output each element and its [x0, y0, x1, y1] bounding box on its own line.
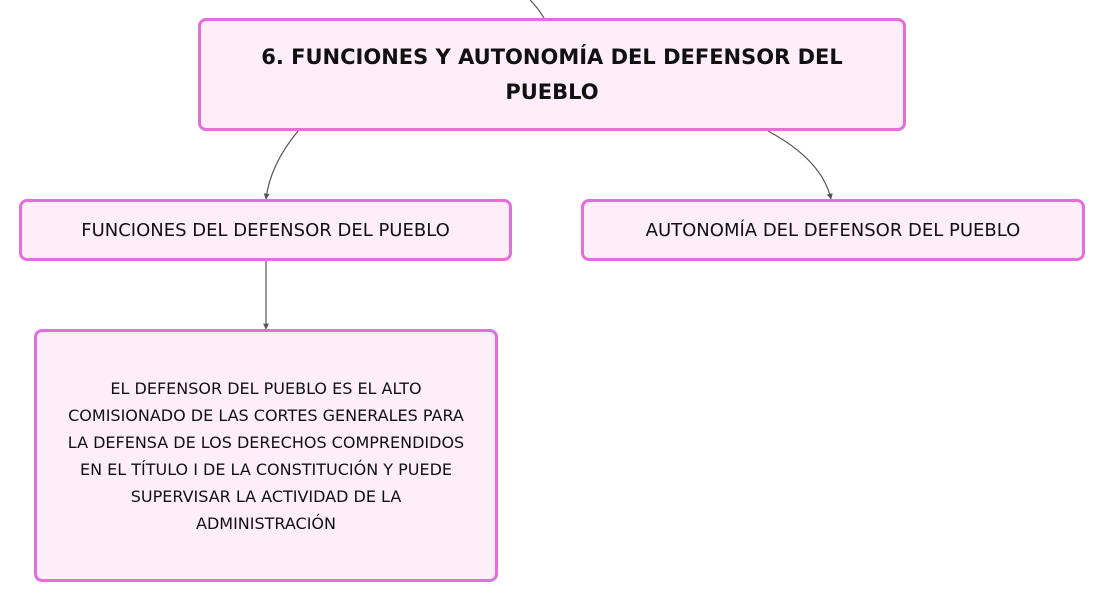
connector-parent-to-main [529, 0, 545, 19]
connector-main-to-funciones [263, 130, 299, 200]
autonomia-label: AUTONOMÍA DEL DEFENSOR DEL PUEBLO [645, 219, 1021, 241]
funciones-node[interactable]: FUNCIONES DEL DEFENSOR DEL PUEBLO [19, 199, 512, 261]
autonomia-node[interactable]: AUTONOMÍA DEL DEFENSOR DEL PUEBLO [581, 199, 1085, 261]
definicion-node[interactable]: EL DEFENSOR DEL PUEBLO ES EL ALTO COMISI… [34, 329, 498, 582]
connector-main-to-autonomia [767, 130, 833, 200]
main-topic-node[interactable]: 6. FUNCIONES Y AUTONOMÍA DEL DEFENSOR DE… [198, 18, 906, 131]
funciones-label: FUNCIONES DEL DEFENSOR DEL PUEBLO [81, 219, 450, 241]
main-topic-label: 6. FUNCIONES Y AUTONOMÍA DEL DEFENSOR DE… [261, 44, 843, 104]
definicion-label: EL DEFENSOR DEL PUEBLO ES EL ALTO COMISI… [67, 378, 465, 533]
